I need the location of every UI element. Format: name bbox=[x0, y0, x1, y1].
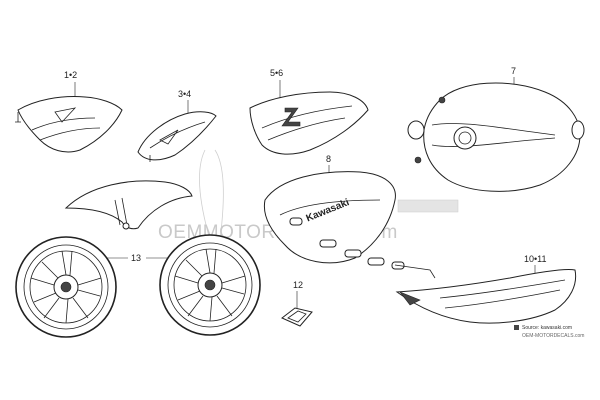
part-label-10-11: 10•11 bbox=[524, 254, 547, 264]
part-label-8: 8 bbox=[326, 154, 331, 164]
part-fuel-tank-side-decal: 8 Kawasaki bbox=[263, 154, 459, 279]
part-seat-cowl-decal: 10•11 bbox=[395, 254, 577, 324]
part-fuel-tank-top-decal: 7 bbox=[407, 66, 585, 192]
side-shroud-decal-icon bbox=[137, 111, 217, 161]
source-note-text: Source: kawasaki.com bbox=[522, 325, 572, 331]
part-label-3-4: 3•4 bbox=[178, 89, 191, 99]
fuel-tank-top-decal-icon bbox=[423, 82, 581, 192]
front-fender-decal-icon bbox=[64, 180, 193, 230]
seat-cowl-decal-icon bbox=[395, 269, 577, 324]
upper-cowl-decal-icon bbox=[17, 96, 123, 153]
wheel-right-icon bbox=[159, 234, 261, 336]
source-logo-icon bbox=[514, 325, 519, 330]
z-emblem-icon bbox=[281, 107, 301, 127]
part-label-13: 13 bbox=[131, 253, 141, 263]
part-side-cowl-decal: 5•6 bbox=[249, 68, 369, 155]
part-small-emblem: 12 bbox=[281, 280, 313, 327]
part-label-5-6: 5•6 bbox=[270, 68, 283, 78]
watermark-sub: OEM-MOTORDECALS.com bbox=[522, 333, 584, 339]
watermark-barcode bbox=[397, 199, 459, 213]
part-label-1-2: 1•2 bbox=[64, 70, 77, 80]
fuel-tank-side-decal-icon bbox=[263, 171, 396, 264]
fuel-cap-icon bbox=[453, 126, 477, 150]
source-note: Source: kawasaki.com OEM-MOTORDECALS.com bbox=[514, 325, 584, 339]
small-emblem-icon bbox=[281, 307, 313, 327]
part-side-shroud-decal: 3•4 bbox=[137, 89, 217, 162]
side-cowl-z-decal-icon bbox=[249, 91, 369, 155]
watermark-swoosh-icon bbox=[199, 149, 224, 241]
part-label-12: 12 bbox=[293, 280, 303, 290]
part-front-fender-decal: 9 bbox=[64, 180, 193, 230]
wheel-left-icon bbox=[15, 236, 117, 338]
part-upper-cowl-decal: 1•2 bbox=[15, 70, 123, 153]
part-label-7: 7 bbox=[511, 66, 516, 76]
part-wheel-rim-decal: 13 bbox=[15, 234, 261, 338]
